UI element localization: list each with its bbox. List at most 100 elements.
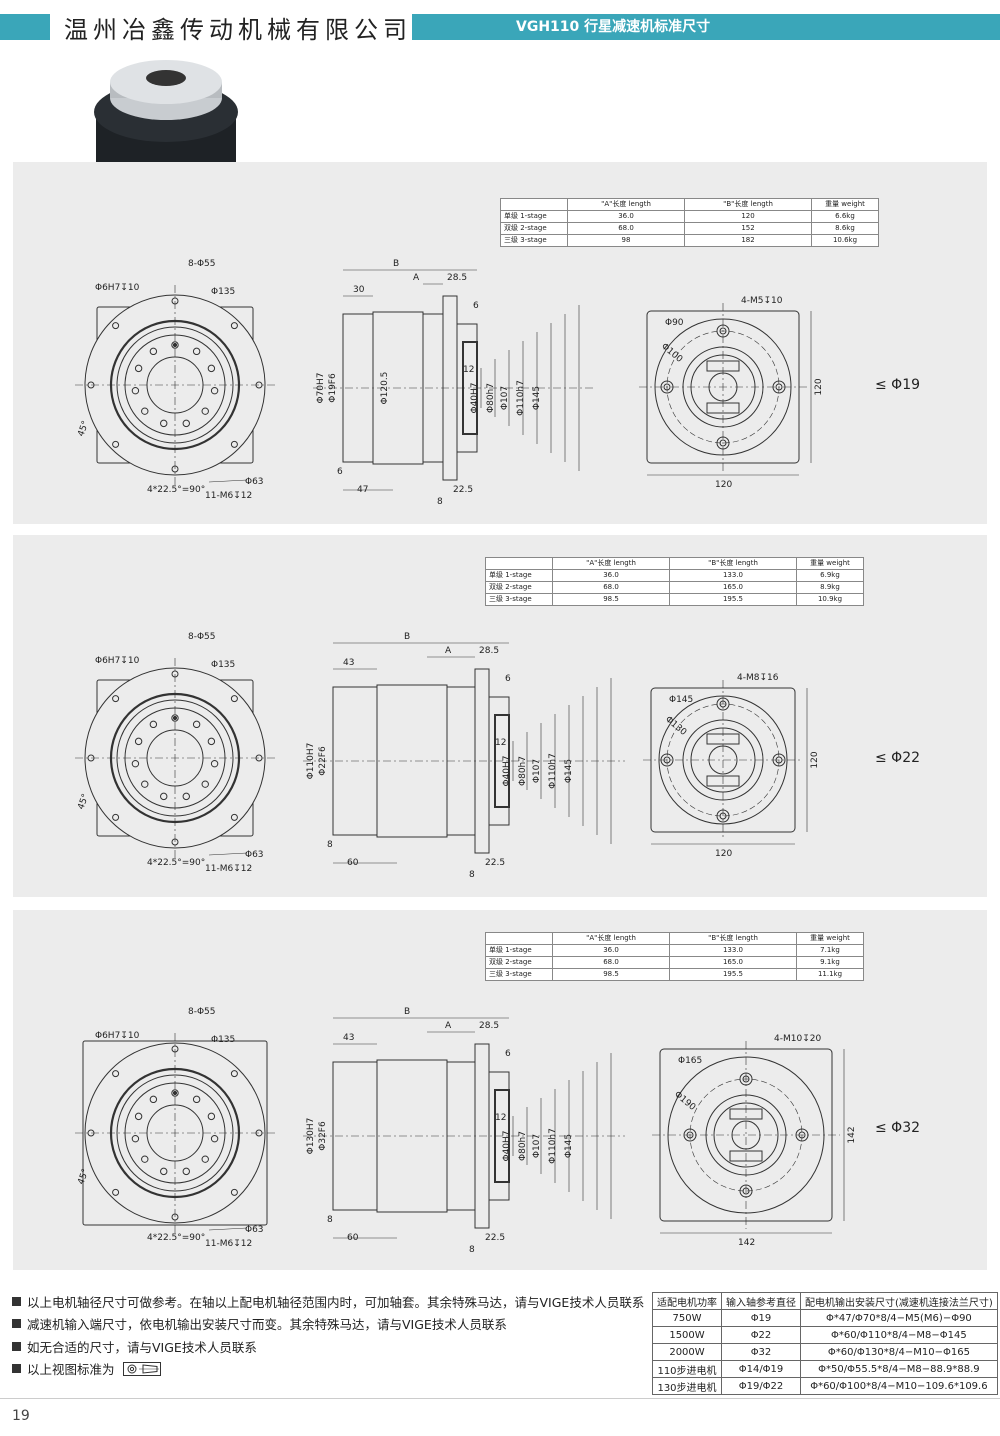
dim-angle: 45° (76, 793, 91, 811)
dim-base-length: 47 (357, 485, 368, 495)
dim-flange-width: 120 (715, 849, 732, 859)
shaft-diameter-label: ≤ Φ22 (875, 750, 921, 766)
tap-hole (141, 1155, 149, 1163)
dim-body-dia: Φ120.5 (380, 372, 390, 405)
dim-flange-taps: 4-M8↧16 (737, 673, 779, 683)
tap-hole (210, 386, 219, 395)
dim-B: B (404, 632, 410, 642)
shaft-diameter-label: ≤ Φ32 (875, 1120, 921, 1136)
input-bolt-hole-inner (775, 383, 783, 391)
tap-hole (131, 386, 140, 395)
dim-phi145: Φ145 (564, 759, 574, 783)
dim-flange-taps: 4-M5↧10 (741, 296, 783, 306)
tap-hole (149, 1095, 158, 1104)
header-accent-bar (0, 14, 50, 40)
mount-hole (230, 1188, 238, 1196)
mount-hole (255, 381, 263, 389)
dim-angle: 45° (76, 420, 91, 438)
mount-hole (112, 1188, 120, 1196)
dim-phi145: Φ145 (532, 386, 542, 410)
tap-hole (192, 347, 201, 356)
dim-phi80: Φ80h7 (518, 1131, 528, 1161)
note-item: 以上电机轴径尺寸可做参考。在轴以上配电机轴径范围内时，可加轴套。其余特殊马达，请… (12, 1290, 644, 1313)
mount-hole (112, 322, 120, 330)
input-bolt-hole-inner (719, 327, 727, 335)
front-ring-inner (116, 1074, 234, 1192)
mount-hole (171, 670, 179, 678)
dim-B: B (393, 259, 399, 269)
tap-hole (182, 419, 190, 428)
motor-table: 适配电机功率 输入轴参考直径 配电机输出安装尺寸(减速机连接法兰尺寸) 750W… (652, 1292, 998, 1395)
tap-hole (171, 1089, 179, 1097)
dim-28-5: 28.5 (447, 273, 467, 283)
mount-hole (230, 695, 238, 703)
dim-12: 12 (463, 365, 474, 375)
dim-A: A (445, 646, 452, 656)
tap-hole (210, 1134, 219, 1143)
dim-phi107: Φ107 (500, 386, 510, 410)
leader-line (208, 479, 248, 483)
tap-hole (171, 714, 179, 722)
dim-mount-holes: 8-Φ55 (188, 259, 216, 269)
dim-flange-width: 142 (738, 1238, 755, 1248)
mount-hole (112, 1070, 120, 1078)
motor-table-header: 适配电机功率 输入轴参考直径 配电机输出安装尺寸(减速机连接法兰尺寸) (652, 1292, 998, 1310)
mount-hole (230, 440, 238, 448)
front-ring-inner (116, 699, 234, 817)
dim-8: 8 (469, 1245, 475, 1255)
dim-phi80: Φ80h7 (486, 383, 496, 413)
tap-hole (201, 780, 209, 788)
tap-hole (207, 1112, 216, 1121)
dim-input-length: 43 (343, 658, 354, 668)
dim-flange-d2: Φ100 (659, 342, 684, 365)
dim-pilot-hole: Φ6H7↧10 (95, 656, 140, 666)
company-name: 温州冶鑫传动机械有限公司 (64, 16, 412, 44)
dim-phi107: Φ107 (532, 759, 542, 783)
dim-phi40: Φ40H7 (502, 755, 512, 786)
dim-flange-height: 120 (810, 751, 820, 768)
shaft-diameter-label: ≤ Φ19 (875, 377, 921, 393)
dim-base-length: 60 (347, 858, 359, 868)
dim-shaft-dia: Φ32F6 (318, 1121, 328, 1151)
page-number: 19 (12, 1408, 30, 1424)
dim-22-5: 22.5 (485, 1233, 505, 1243)
tap-hole (201, 407, 209, 415)
dim-angle-split: 4*22.5°=90° (147, 485, 205, 495)
tap-hole (160, 419, 168, 428)
dim-phi40: Φ40H7 (470, 382, 480, 413)
dim-6: 6 (505, 1049, 511, 1059)
note-item: 减速机输入端尺寸，依电机输出安装尺寸而变。其余特殊马达，请与VIGE技术人员联系 (12, 1313, 644, 1336)
dim-flange-height: 142 (847, 1126, 857, 1143)
dim-input-bore: Φ70H7 (316, 372, 326, 403)
dim-pcd: Φ135 (211, 660, 235, 670)
mount-hole (230, 322, 238, 330)
dim-output: Φ63 (245, 1225, 264, 1235)
dim-mount-holes: 8-Φ55 (188, 632, 216, 642)
page-title-bar: VGH110 行星减速机标准尺寸 (412, 14, 1000, 40)
dim-phi80: Φ80h7 (518, 756, 528, 786)
tap-hole (131, 759, 140, 768)
dim-flange-pcd: Φ145 (669, 695, 693, 705)
input-bolt-hole-inner (719, 439, 727, 447)
dim-6b: 8 (327, 1215, 333, 1225)
mount-hole (112, 813, 120, 821)
mount-hole (255, 754, 263, 762)
mount-hole (230, 813, 238, 821)
dim-flange-height: 120 (814, 378, 824, 395)
dim-pcd: Φ135 (211, 287, 235, 297)
dim-input-length: 30 (353, 285, 365, 295)
front-ring-inner (116, 326, 234, 444)
dim-pilot-hole: Φ6H7↧10 (95, 1031, 140, 1041)
dim-flange-pcd: Φ90 (665, 318, 684, 328)
tap-hole (134, 1112, 143, 1121)
tap-hole (141, 407, 149, 415)
tap-hole (210, 759, 219, 768)
tap-hole (149, 720, 158, 729)
